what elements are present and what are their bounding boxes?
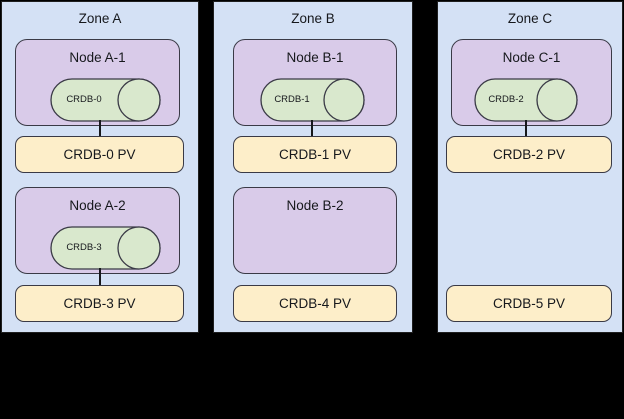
connector-crdb-3 (99, 268, 101, 285)
node-c-1-label: Node C-1 (502, 50, 561, 65)
pod-crdb-1-label: CRDB-1 (274, 94, 310, 105)
pv-crdb-0-label: CRDB-0 PV (63, 146, 136, 162)
pv-crdb-4[interactable]: CRDB-4 PV (233, 285, 397, 322)
pv-crdb-1[interactable]: CRDB-1 PV (233, 136, 397, 173)
zone-b[interactable]: Zone B Node B-1 CRDB-1 CRDB-1 PV Node B-… (213, 1, 413, 333)
node-a-2[interactable]: Node A-2 CRDB-3 (15, 187, 180, 274)
zone-c[interactable]: Zone C Node C-1 CRDB-2 CRDB-2 PV CRDB-5 … (437, 1, 623, 333)
zone-b-label: Zone B (291, 11, 335, 26)
pod-crdb-3-label: CRDB-3 (66, 242, 102, 253)
connector-crdb-2 (525, 120, 527, 137)
zone-a-label: Zone A (78, 11, 122, 26)
pv-crdb-2[interactable]: CRDB-2 PV (446, 136, 612, 173)
database-cylinder-icon (50, 226, 161, 270)
node-a-1[interactable]: Node A-1 CRDB-0 (15, 39, 180, 126)
node-c-1[interactable]: Node C-1 CRDB-2 (451, 39, 612, 126)
pod-crdb-3[interactable]: CRDB-3 (50, 226, 161, 270)
pv-crdb-4-label: CRDB-4 PV (278, 295, 351, 311)
database-cylinder-icon (474, 78, 578, 122)
database-cylinder-icon (260, 78, 365, 122)
pv-crdb-5[interactable]: CRDB-5 PV (446, 285, 612, 322)
zone-a[interactable]: Zone A Node A-1 CRDB-0 CRDB-0 PV Node A-… (1, 1, 199, 333)
node-a-1-label: Node A-1 (69, 50, 126, 65)
pod-crdb-2-label: CRDB-2 (488, 94, 524, 105)
pv-crdb-3[interactable]: CRDB-3 PV (15, 285, 184, 322)
connector-crdb-0 (99, 120, 101, 137)
pv-crdb-2-label: CRDB-2 PV (492, 146, 565, 162)
node-a-2-label: Node A-2 (69, 198, 126, 213)
pv-crdb-5-label: CRDB-5 PV (492, 295, 565, 311)
pv-crdb-1-label: CRDB-1 PV (278, 146, 351, 162)
node-b-1-label: Node B-1 (286, 50, 344, 65)
pod-crdb-0[interactable]: CRDB-0 (50, 78, 161, 122)
pod-crdb-0-label: CRDB-0 (66, 94, 102, 105)
pv-crdb-0[interactable]: CRDB-0 PV (15, 136, 184, 173)
pod-crdb-1[interactable]: CRDB-1 (260, 78, 365, 122)
pv-crdb-3-label: CRDB-3 PV (63, 295, 136, 311)
node-b-2-label: Node B-2 (286, 198, 344, 213)
node-b-1[interactable]: Node B-1 CRDB-1 (233, 39, 397, 126)
node-b-2[interactable]: Node B-2 (233, 187, 397, 274)
database-cylinder-icon (50, 78, 161, 122)
zone-c-label: Zone C (507, 11, 553, 26)
pod-crdb-2[interactable]: CRDB-2 (474, 78, 578, 122)
connector-crdb-1 (311, 120, 313, 137)
